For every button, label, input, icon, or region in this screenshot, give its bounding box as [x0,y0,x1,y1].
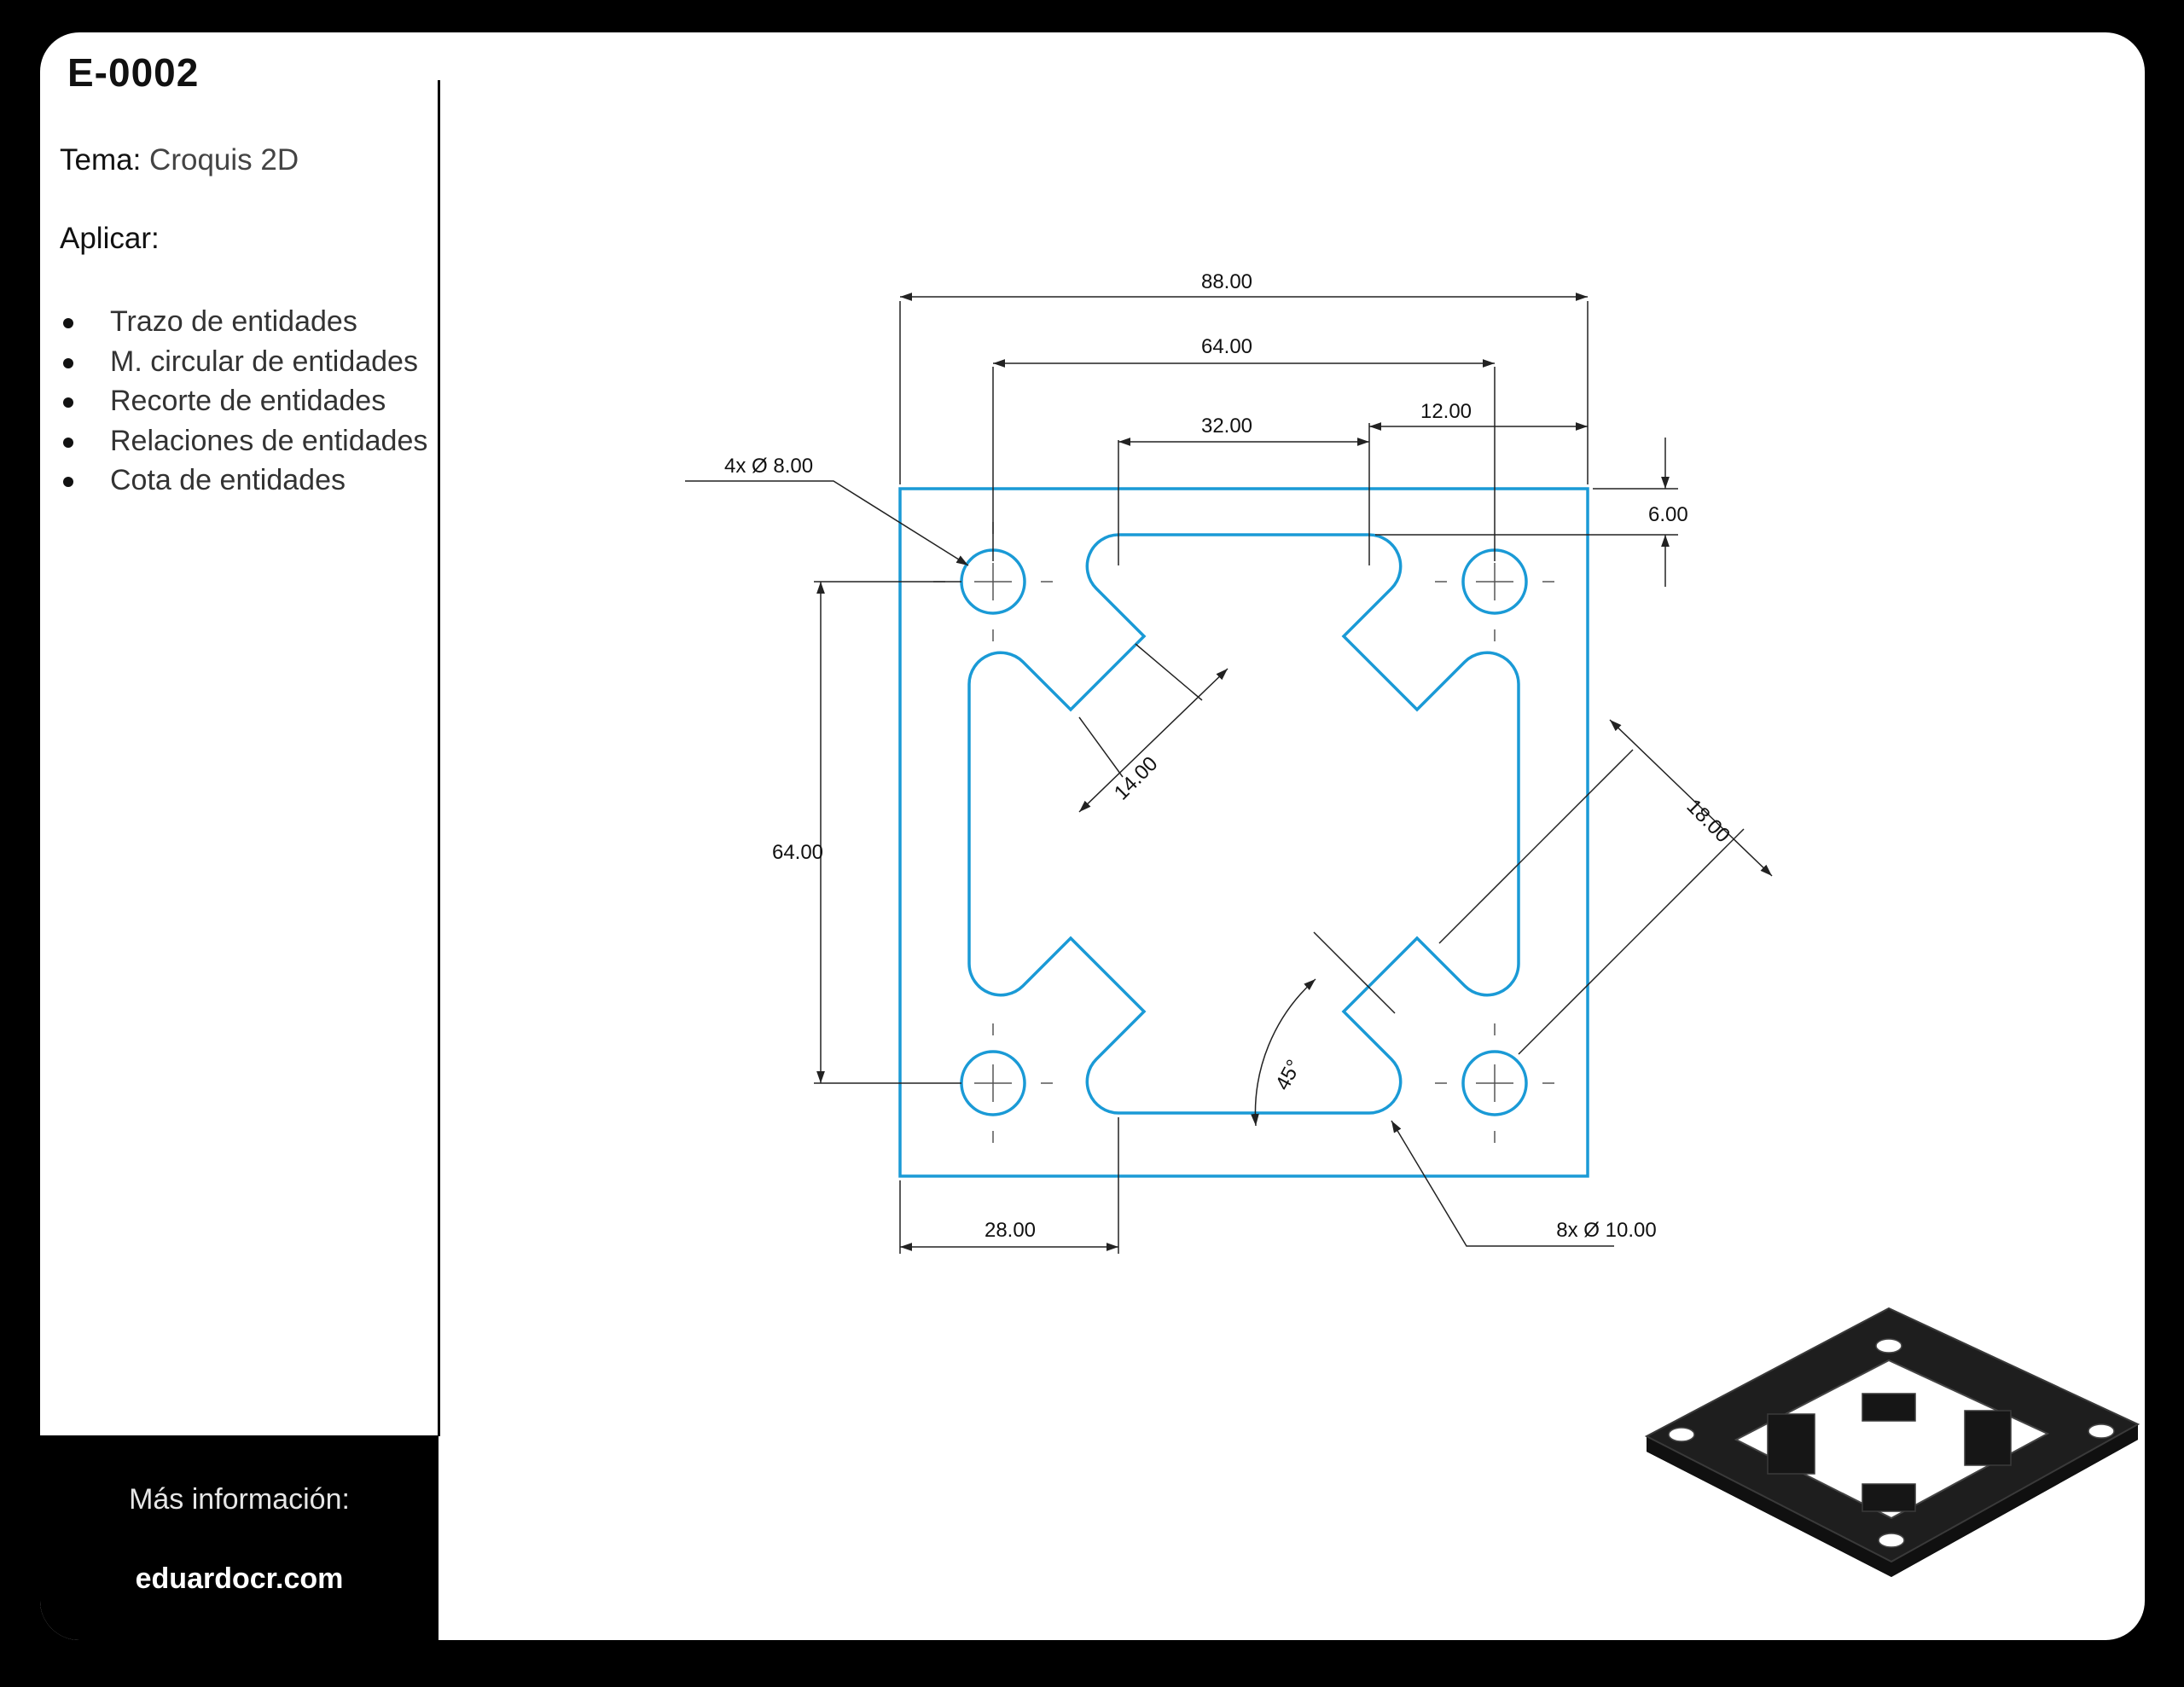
dim-angle: 45° [1271,1056,1306,1094]
leader-hole-callout [685,480,969,566]
exercise-code: E-0002 [67,50,200,95]
center-mark-top-right [1435,563,1554,641]
dim-line-diag-offset [1609,719,1773,877]
leader-fillet-callout [1391,1120,1614,1247]
dimension-lines [685,293,1773,1251]
dim-fillet-callout: 8x Ø 10.00 [1556,1219,1656,1242]
plate-outline [898,487,1589,1178]
dim-edge-offset: 12.00 [1420,400,1472,423]
dim-bottom-offset: 28.00 [985,1219,1036,1242]
dim-line-diag-width [1078,668,1228,813]
apply-item: M. circular de entidades [60,342,427,382]
apply-item: Trazo de entidades [60,302,427,342]
apply-item: Relaciones de entidades [60,421,427,461]
drawing-sheet: 88.00 64.00 32.00 12.00 6.00 4x Ø 8.00 6… [40,32,2145,1640]
mounting-hole-bottom-right [1461,1050,1528,1116]
apply-label: Aplicar: [60,222,160,255]
dim-overall-width: 88.00 [1201,270,1252,293]
dim-hole-spacing-y: 64.00 [772,841,823,864]
dim-hole-spacing-x: 64.00 [1201,335,1252,358]
apply-list: Trazo de entidades M. circular de entida… [60,302,427,501]
apply-item: Cota de entidades [60,461,427,501]
dim-top-offset: 6.00 [1648,503,1688,526]
panel-divider [438,80,440,1436]
website-link[interactable]: eduardocr.com [135,1562,344,1595]
center-mark-bottom-right [1435,1023,1554,1143]
dim-diag-width: 14.00 [1110,752,1163,805]
topic-value: Croquis 2D [149,143,299,177]
cross-shaped-cutout [967,533,1520,1115]
more-info-label: Más información: [129,1483,350,1516]
topic-label: Tema: [60,143,142,177]
center-mark-bottom-left [974,1023,1053,1143]
dim-arc-angle [1251,978,1316,1127]
topic-line: Tema: Croquis 2D [60,143,299,177]
technical-drawing: 88.00 64.00 32.00 12.00 6.00 4x Ø 8.00 6… [685,270,2140,1577]
dim-slot-width: 32.00 [1201,415,1252,438]
part-3d-preview [1644,1307,2140,1577]
apply-item: Recorte de entidades [60,381,427,421]
dim-diag-offset: 18.00 [1682,795,1735,848]
sidebar-footer [40,1435,439,1640]
dim-hole-callout: 4x Ø 8.00 [724,455,813,478]
